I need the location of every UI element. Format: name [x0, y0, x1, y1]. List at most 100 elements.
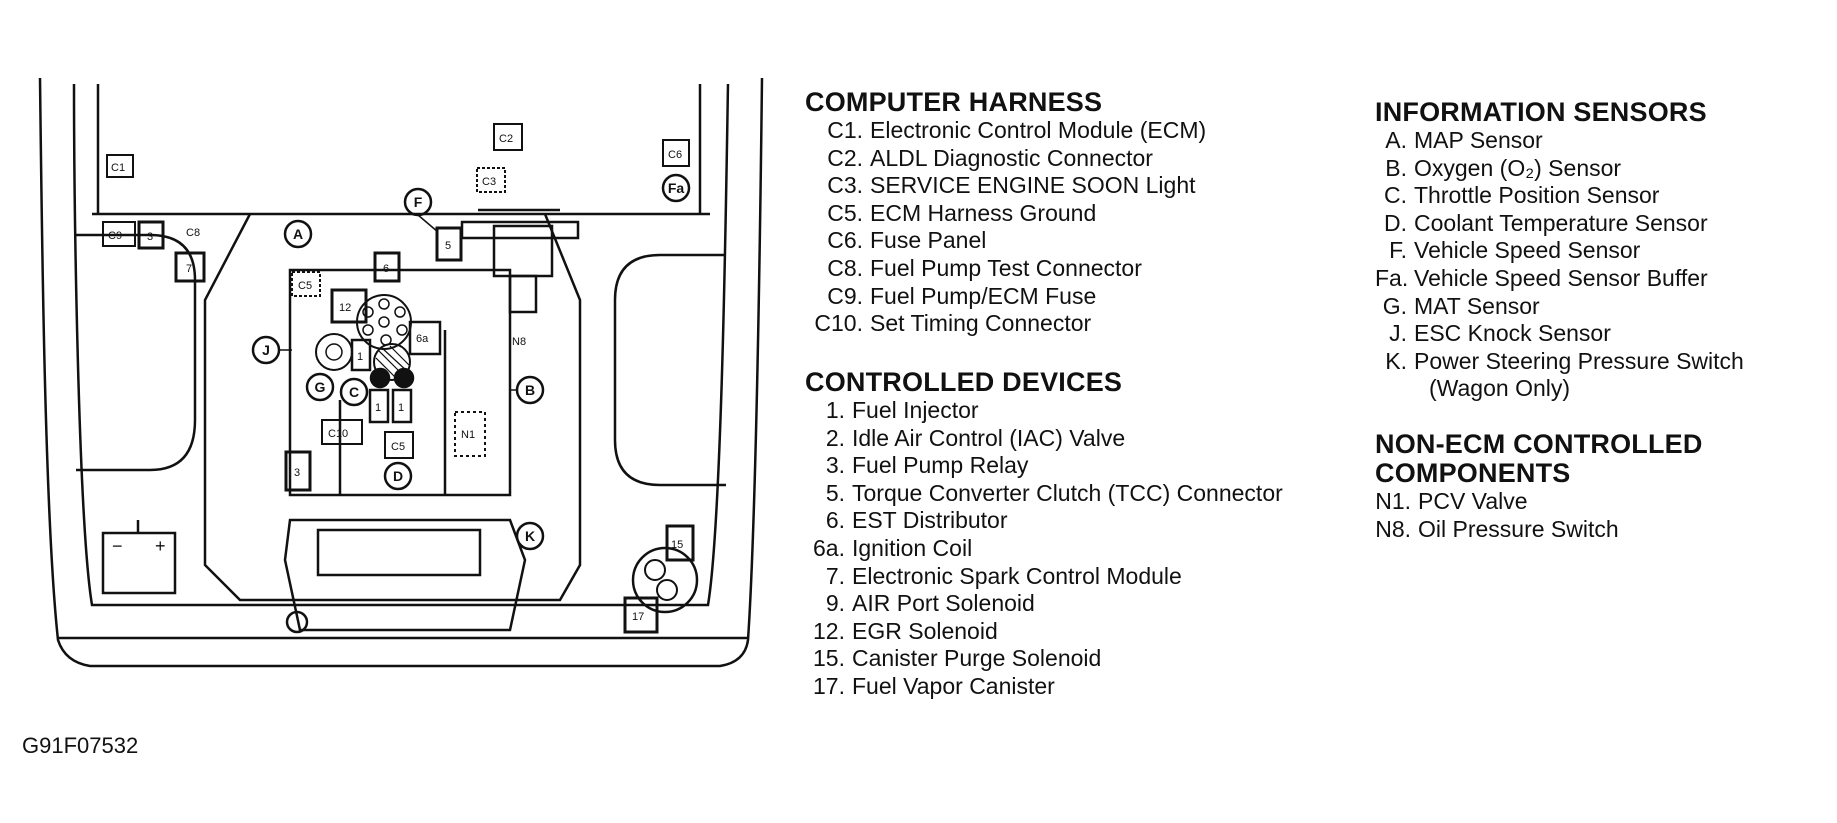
box-n1 — [454, 411, 486, 457]
legend-item-code: B. — [1385, 154, 1407, 181]
legend-item-code: 3. — [825, 452, 845, 479]
legend-item-code: J. — [1389, 320, 1407, 347]
legend-item: C.Throttle Position Sensor — [1375, 182, 1744, 210]
dist-terminal — [378, 298, 390, 310]
sensor-circle-g — [305, 372, 335, 402]
engine-cradle — [203, 213, 582, 602]
box-c6 — [662, 139, 690, 167]
legend-item: (Wagon Only) — [1375, 375, 1744, 403]
computer-harness-list: C1.Electronic Control Module (ECM)C2.ALD… — [805, 117, 1206, 338]
legend-item-text: Power Steering Pressure Switch — [1414, 347, 1744, 374]
label-3-top: 3 — [147, 231, 153, 243]
legend-item-code: 17. — [813, 672, 845, 699]
legend-item: 9.AIR Port Solenoid — [805, 590, 1283, 618]
legend-item-code: 12. — [813, 617, 845, 644]
legend-item-code: 6. — [825, 507, 845, 534]
iac-housing — [315, 333, 353, 371]
label-c5-bottom: C5 — [391, 441, 405, 453]
legend-item: 6a.Ignition Coil — [805, 535, 1283, 563]
label-c2: C2 — [499, 133, 513, 145]
label-c6: C6 — [668, 149, 682, 161]
legend-item-text: Fuel Injector — [852, 397, 979, 423]
legend-item: 12. EGR Solenoid — [805, 618, 1283, 646]
legend-item-code: N8. — [1375, 515, 1411, 542]
legend-item-text: Fuel Pump/ECM Fuse — [870, 282, 1097, 309]
legend-item-text: Torque Converter Clutch (TCC) Connector — [852, 479, 1283, 506]
legend-item: 1.Fuel Injector — [805, 397, 1283, 425]
legend-item: K.Power Steering Pressure Switch — [1375, 348, 1744, 376]
legend-item: C8.Fuel Pump Test Connector — [805, 255, 1206, 283]
legend-item-text: ALDL Diagnostic Connector — [870, 144, 1153, 171]
label-c10: C10 — [328, 428, 348, 440]
legend-item-text: Canister Purge Solenoid — [852, 645, 1102, 672]
dist-terminal — [378, 316, 390, 328]
box-6a — [408, 320, 442, 356]
legend-item: 15. Canister Purge Solenoid — [805, 645, 1283, 673]
label-n8: N8 — [512, 336, 526, 348]
legend-item: 6. EST Distributor — [805, 507, 1283, 535]
sensor-circle-fa — [661, 173, 691, 203]
sensor-label-j: J — [262, 342, 270, 358]
box-c2 — [493, 123, 523, 151]
label-5: 5 — [445, 240, 451, 252]
legend-item: N8.Oil Pressure Switch — [1375, 516, 1703, 544]
legend-item-code: C5. — [827, 199, 863, 226]
legend-item: N1. PCV Valve — [1375, 488, 1703, 516]
legend-item-text: EST Distributor — [852, 507, 1008, 534]
iac-inner — [325, 343, 343, 361]
legend-item: C10.Set Timing Connector — [805, 310, 1206, 338]
label-c3: C3 — [482, 176, 496, 188]
legend-computer-harness: COMPUTER HARNESS C1.Electronic Control M… — [805, 88, 1206, 338]
legend-item: 3.Fuel Pump Relay — [805, 452, 1283, 480]
radiator-cap — [285, 610, 309, 634]
legend-item: Fa.Vehicle Speed Sensor Buffer — [1375, 265, 1744, 293]
dist-terminal — [362, 306, 374, 318]
fuel-injector-label: 1 — [375, 402, 381, 414]
legend-item-code: 2. — [825, 424, 845, 451]
legend-item-text: PCV Valve — [1418, 488, 1528, 514]
sensor-label-f: F — [414, 194, 423, 210]
legend-item: 2.Idle Air Control (IAC) Valve — [805, 425, 1283, 453]
canister-port — [644, 559, 666, 581]
legend-non-ecm: NON-ECM CONTROLLED COMPONENTS N1.PCV Val… — [1375, 430, 1703, 543]
sensor-label-b: B — [525, 382, 535, 398]
legend-item-code: C2. — [827, 144, 863, 171]
sensor-label-g: G — [315, 379, 326, 395]
label-15: 15 — [671, 539, 683, 551]
legend-item: G.MAT Sensor — [1375, 293, 1744, 321]
legend-item-code: C6. — [827, 227, 863, 254]
fuel-injector-label: 1 — [398, 402, 404, 414]
sensor-label-k: K — [525, 528, 535, 544]
dist-terminal — [394, 306, 406, 318]
legend-item-code: D. — [1384, 209, 1407, 236]
legend-item: B.Oxygen (O₂) Sensor — [1375, 155, 1744, 183]
label-n1: N1 — [461, 429, 475, 441]
legend-item-code: 15. — [813, 645, 845, 672]
legend-item-text: EGR Solenoid — [852, 617, 998, 644]
fuel-injector-1-box — [350, 338, 372, 372]
radiator-inner — [316, 528, 482, 577]
legend-item-text: Vehicle Speed Sensor Buffer — [1414, 264, 1708, 291]
controlled-devices-title: CONTROLLED DEVICES — [805, 367, 1123, 397]
legend-item-text: (Wagon Only) — [1429, 375, 1571, 402]
box-6 — [373, 251, 401, 283]
legend-item-code: N1. — [1375, 488, 1411, 514]
figure-code: G91F07532 — [22, 733, 139, 758]
right-wheel-well — [613, 253, 726, 487]
sensor-circle-c — [339, 377, 369, 407]
legend-item: C9. Fuel Pump/ECM Fuse — [805, 283, 1206, 311]
legend-item-text: Electronic Control Module (ECM) — [870, 117, 1207, 143]
vapor-canister — [631, 546, 699, 614]
legend-item-text: Fuel Vapor Canister — [852, 672, 1055, 699]
fuel-injector-box-left — [368, 388, 390, 424]
box-5 — [435, 226, 463, 262]
box-15 — [665, 524, 695, 562]
legend-item-code: C9. — [827, 282, 863, 309]
fuel-injector-1-box-label: 1 — [357, 351, 363, 363]
legend-item-code: 7. — [825, 562, 845, 589]
